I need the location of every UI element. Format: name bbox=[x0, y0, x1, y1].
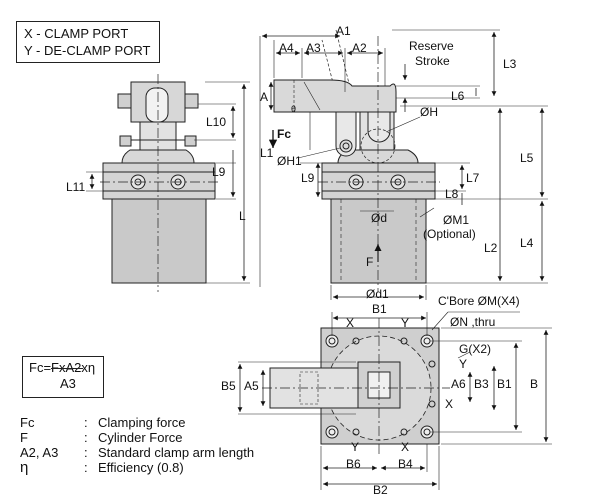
dim-l8: L8 bbox=[445, 187, 459, 201]
port-x-bottom: X bbox=[401, 440, 410, 454]
legend-sep: : bbox=[84, 415, 88, 430]
nthru-label: ØN ,thru bbox=[450, 315, 496, 329]
dim-a4: A4 bbox=[279, 41, 294, 55]
dim-oh1: ØH1 bbox=[277, 154, 302, 168]
dim-b6: B6 bbox=[346, 457, 361, 471]
dim-l1: L1 bbox=[260, 146, 274, 160]
dim-b3: B3 bbox=[474, 377, 489, 391]
theta-label: θ bbox=[291, 104, 297, 114]
side-view bbox=[86, 74, 250, 292]
formula-denominator: A3 bbox=[60, 376, 76, 391]
formula-numerator: Fc=FxA2xη bbox=[29, 360, 96, 375]
formula-divider bbox=[51, 368, 83, 369]
front-cylinder-body bbox=[330, 198, 427, 284]
legend-sep: : bbox=[84, 430, 88, 445]
legend-sep: : bbox=[84, 445, 88, 460]
dim-l4: L4 bbox=[520, 236, 534, 250]
dim-l5: L5 bbox=[520, 151, 534, 165]
dim-l2: L2 bbox=[484, 241, 498, 255]
dim-b5: B5 bbox=[221, 379, 236, 393]
dim-oh: ØH bbox=[420, 105, 438, 119]
reserve-label: Reserve bbox=[409, 39, 454, 53]
legend-desc-eta: Efficiency (0.8) bbox=[98, 460, 184, 475]
legend-sym-f: F bbox=[20, 430, 28, 445]
legend-sym-fc: Fc bbox=[20, 415, 35, 430]
dim-a5: A5 bbox=[244, 379, 259, 393]
force-fc-label: Fc bbox=[277, 127, 292, 141]
dim-a3: A3 bbox=[306, 41, 321, 55]
dim-b4: B4 bbox=[398, 457, 413, 471]
front-view bbox=[259, 29, 548, 300]
dim-a6: A6 bbox=[451, 377, 466, 391]
optional-label: (Optional) bbox=[423, 227, 476, 241]
legend-desc-f: Cylinder Force bbox=[98, 430, 183, 445]
cbore-label: C'Bore ØM(X4) bbox=[438, 294, 520, 308]
dim-a1: A1 bbox=[336, 24, 351, 38]
dim-b1-side: B1 bbox=[497, 377, 512, 391]
formula-box: Fc=FxA2xη A3 bbox=[22, 356, 104, 398]
dim-l9-side: L9 bbox=[212, 165, 226, 179]
port-y-bottom: Y bbox=[351, 440, 360, 454]
dim-od: Ød bbox=[371, 211, 388, 225]
dim-l6: L6 bbox=[451, 89, 465, 103]
dim-b: B bbox=[530, 377, 539, 391]
port-legend-box: X - CLAMP PORT Y - DE-CLAMP PORT bbox=[16, 21, 160, 63]
dim-l7: L7 bbox=[466, 171, 480, 185]
legend-sep: : bbox=[84, 460, 88, 475]
plan-view bbox=[237, 311, 552, 490]
dim-om1: ØM1 bbox=[443, 213, 470, 227]
dim-b1-top: B1 bbox=[372, 302, 387, 316]
port-x-right: Y bbox=[459, 357, 468, 371]
legend-sym-eta: η bbox=[20, 459, 29, 476]
legend-desc-a2a3: Standard clamp arm length bbox=[98, 445, 255, 460]
legend-sym-a2a3: A2, A3 bbox=[20, 445, 59, 460]
dim-b2: B2 bbox=[373, 483, 388, 497]
port-y-right: X bbox=[445, 397, 454, 411]
force-f-label: F bbox=[366, 255, 374, 269]
declamp-port-label: Y - DE-CLAMP PORT bbox=[24, 43, 151, 58]
dim-a2: A2 bbox=[352, 41, 367, 55]
gx2-label: G(X2) bbox=[459, 342, 492, 356]
legend-desc-fc: Clamping force bbox=[98, 415, 186, 430]
dim-l9-front: L9 bbox=[301, 171, 315, 185]
stroke-label: Stroke bbox=[415, 54, 450, 68]
dim-od1: Ød1 bbox=[366, 287, 389, 301]
dim-l11: L11 bbox=[66, 180, 86, 194]
dim-a: A bbox=[260, 90, 269, 104]
port-x-top: X bbox=[346, 316, 355, 330]
clamp-port-label: X - CLAMP PORT bbox=[24, 26, 129, 41]
dim-l10: L10 bbox=[206, 115, 227, 129]
cylinder-body bbox=[111, 198, 207, 284]
port-y-top: Y bbox=[401, 316, 410, 330]
dim-l: L bbox=[239, 209, 246, 223]
dim-l3: L3 bbox=[503, 57, 517, 71]
flange bbox=[102, 162, 216, 200]
